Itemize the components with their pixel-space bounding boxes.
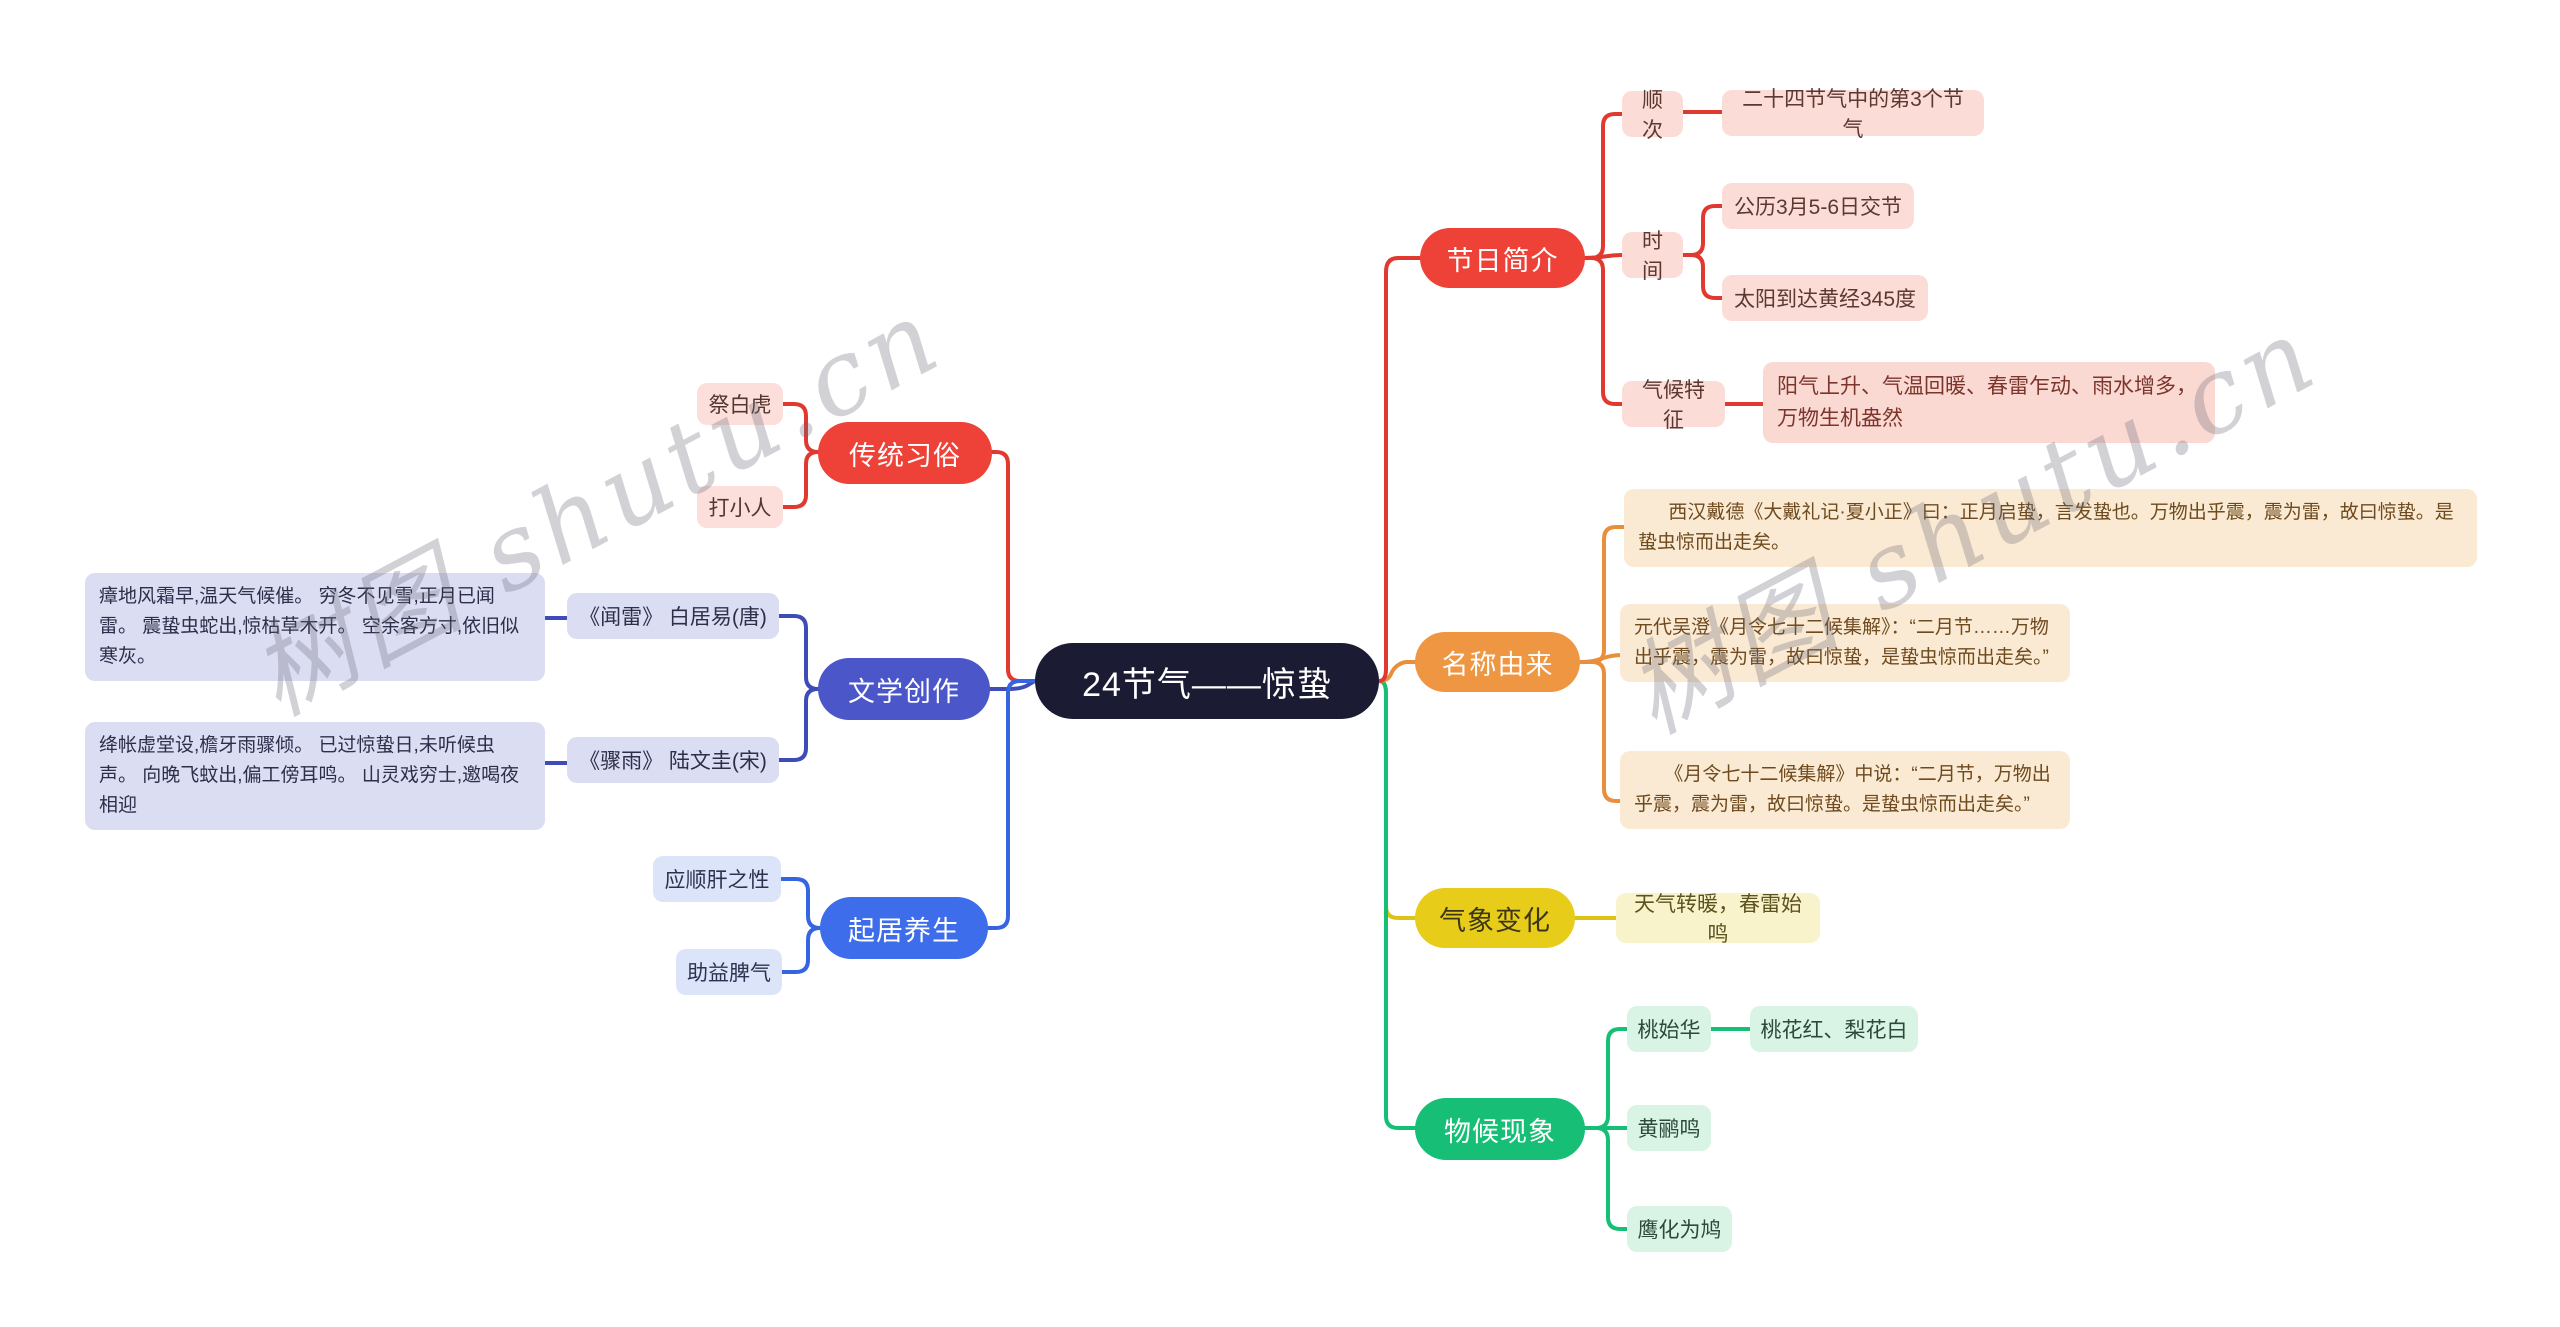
leaf-solar-term-order[interactable]: 二十四节气中的第3个节气 xyxy=(1722,88,1984,141)
branch-literary-creation[interactable]: 文学创作 xyxy=(818,658,990,720)
branch-festival-intro[interactable]: 节日简介 xyxy=(1420,228,1585,288)
edge-literary-wenlei xyxy=(777,614,820,691)
leaf-peach-pear-color[interactable]: 桃花红、梨花白 xyxy=(1750,1006,1918,1052)
child-poem-wenlei-text[interactable]: 瘴地风霜早,温天气候催。 穷冬不见雪,正月已闻雷。 震蛰虫蛇出,惊枯草木开。 空… xyxy=(85,573,545,682)
branch-name-origin[interactable]: 名称由来 xyxy=(1415,632,1580,692)
edge-time-longitude xyxy=(1681,253,1724,300)
origin-quote-1[interactable]: 西汉戴德《大戴礼记·夏小正》曰：正月启蛰，言发蛰也。万物出乎震，震为雷，故曰惊蛰… xyxy=(1624,489,2477,568)
edge-central-customs xyxy=(990,450,1037,683)
child-poem-zhouyu-text[interactable]: 绛帐虚堂设,檐牙雨骤倾。 已过惊蛰日,未听候虫声。 向晚飞蚊出,偏工傍耳鸣。 山… xyxy=(85,722,545,831)
edge-customs-whitetiger xyxy=(781,402,820,454)
edge-origin-q1 xyxy=(1578,525,1626,664)
edge-central-festival xyxy=(1377,256,1422,683)
leaf-climate-description[interactable]: 阳气上升、气温回暖、春雷乍动、雨水增多，万物生机盎然 xyxy=(1763,362,2215,443)
child-benefit-spleen[interactable]: 助益脾气 xyxy=(676,949,782,995)
origin-quote-2[interactable]: 元代吴澄《月令七十二候集解》：“二月节……万物出乎震，震为雷，故曰惊蛰，是蛰虫惊… xyxy=(1620,604,2070,683)
edge-health-spleen xyxy=(780,926,822,974)
edge-origin-q3 xyxy=(1578,660,1626,803)
child-time[interactable]: 时间 xyxy=(1622,230,1683,283)
child-follow-liver-nature[interactable]: 应顺肝之性 xyxy=(653,856,781,902)
child-poem-wenlei-title[interactable]: 《闻雷》 白居易(唐) xyxy=(567,593,779,639)
edge-phenology-hawk xyxy=(1583,1126,1629,1231)
edge-health-liver xyxy=(779,877,822,930)
leaf-solar-longitude[interactable]: 太阳到达黄经345度 xyxy=(1722,275,1928,321)
child-climate-features[interactable]: 气候特征 xyxy=(1622,379,1725,432)
child-beat-villain[interactable]: 打小人 xyxy=(697,486,783,528)
child-poem-zhouyu-title[interactable]: 《骤雨》 陆文圭(宋) xyxy=(567,737,779,783)
edge-festival-order xyxy=(1583,112,1624,260)
edge-central-phenology xyxy=(1377,679,1417,1130)
child-hawk-to-dove[interactable]: 鹰化为鸠 xyxy=(1627,1206,1732,1252)
branch-phenology[interactable]: 物候现象 xyxy=(1415,1098,1585,1160)
branch-weather-change[interactable]: 气象变化 xyxy=(1415,888,1575,948)
edge-customs-villain xyxy=(781,450,820,509)
origin-quote-3[interactable]: 《月令七十二候集解》中说：“二月节，万物出乎震，震为雷，故曰惊蛰。是蛰虫惊而出走… xyxy=(1620,751,2070,830)
child-order[interactable]: 顺次 xyxy=(1622,89,1683,142)
branch-traditional-customs[interactable]: 传统习俗 xyxy=(818,422,992,484)
leaf-weather-description[interactable]: 天气转暖，春雷始鸣 xyxy=(1616,893,1820,946)
edge-literary-zhouyu xyxy=(777,687,820,762)
child-peach-blossom[interactable]: 桃始华 xyxy=(1627,1006,1711,1052)
child-offer-white-tiger[interactable]: 祭白虎 xyxy=(697,383,783,425)
edge-central-health xyxy=(986,679,1037,930)
edge-time-gregorian xyxy=(1681,204,1724,257)
central-topic[interactable]: 24节气——惊蛰 xyxy=(1035,643,1379,719)
edge-phenology-peach xyxy=(1583,1027,1629,1130)
child-oriole-sings[interactable]: 黄鹂鸣 xyxy=(1627,1105,1711,1151)
branch-daily-health[interactable]: 起居养生 xyxy=(820,897,988,959)
edge-festival-climate xyxy=(1583,256,1624,406)
leaf-gregorian-date[interactable]: 公历3月5-6日交节 xyxy=(1722,183,1914,229)
